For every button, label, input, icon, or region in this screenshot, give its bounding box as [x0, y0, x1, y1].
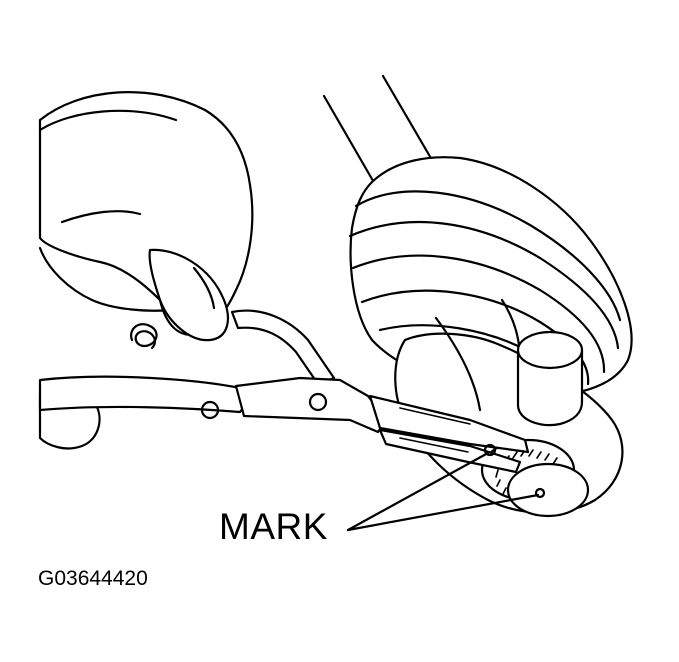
mark-leaders — [346, 451, 540, 532]
pliers — [38, 309, 530, 474]
mark-label: MARK — [219, 506, 328, 547]
pivot-pin — [308, 392, 328, 412]
spring — [130, 323, 158, 350]
figure-id: G03644420 — [38, 567, 148, 590]
output-hub — [480, 438, 590, 518]
leader-line-lower — [346, 493, 540, 532]
stub-shaft — [516, 330, 584, 427]
leader-line-upper — [346, 451, 490, 532]
drive-shaft — [322, 74, 434, 188]
